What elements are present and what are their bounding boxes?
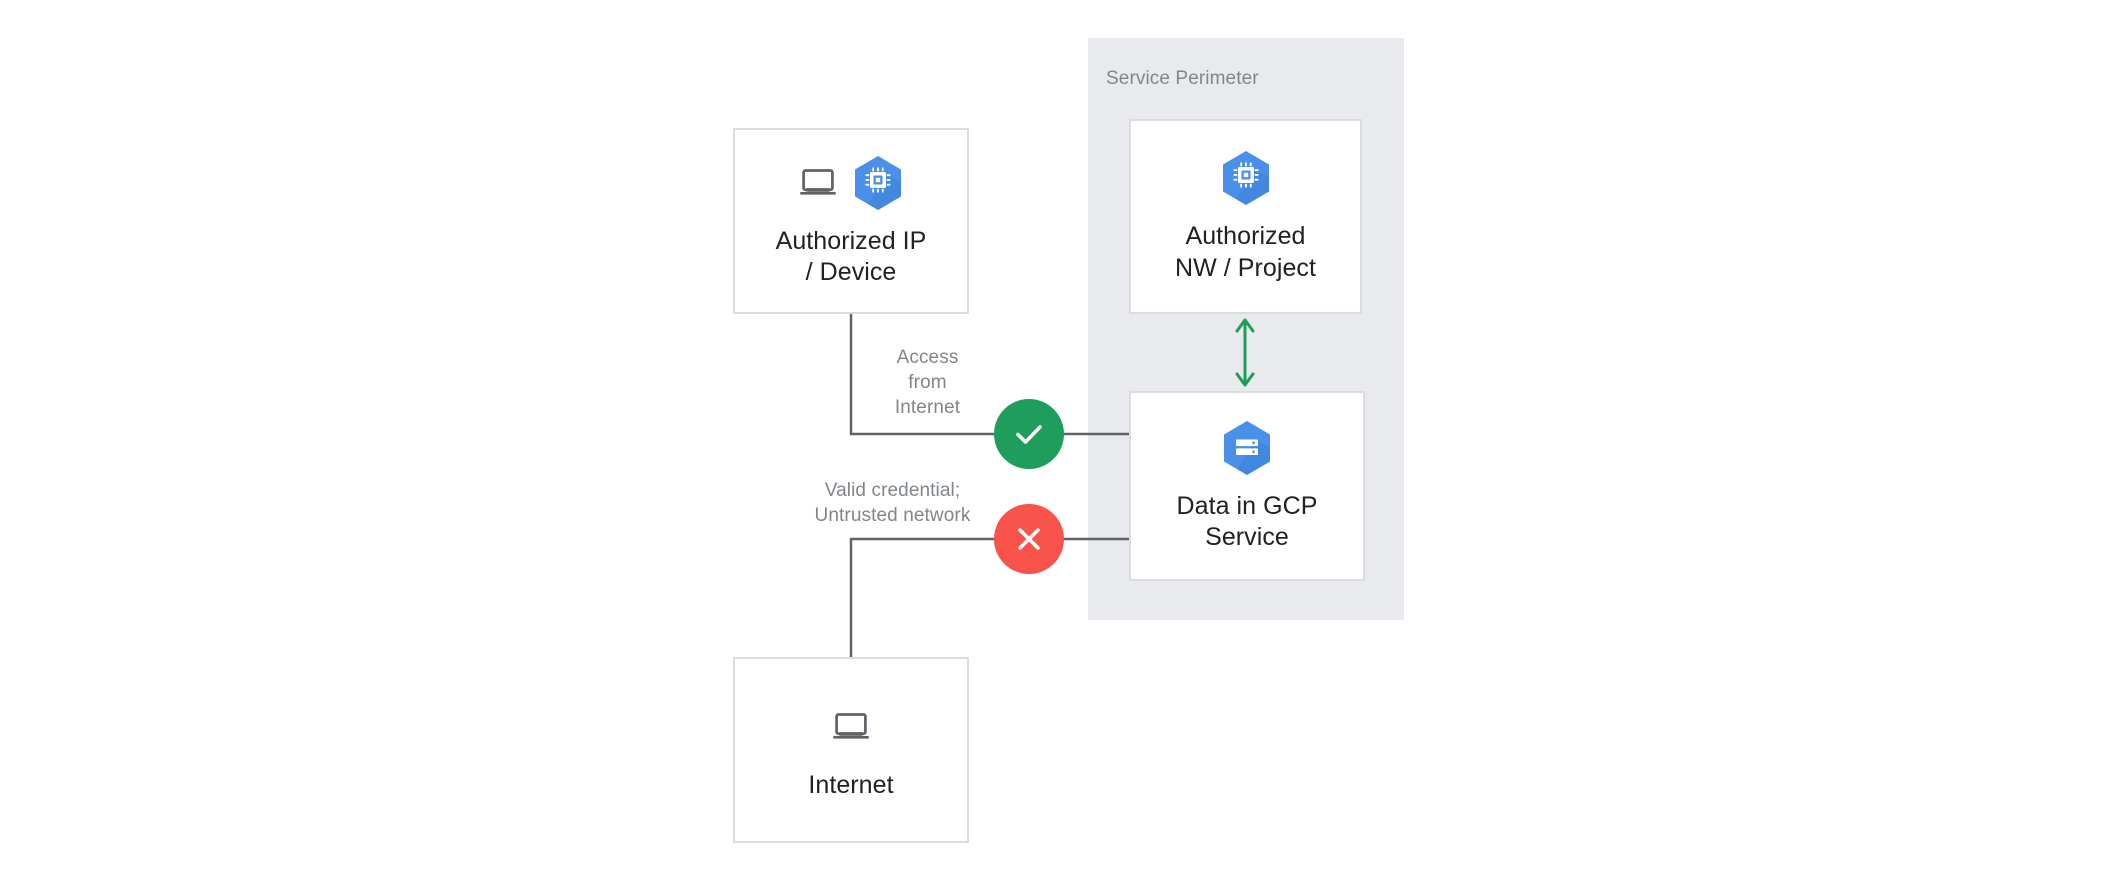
edge-label-valid-credential-untrusted-network: Valid credential; Untrusted network: [814, 480, 971, 527]
edge-label-access-from-internet: Access from Internet: [894, 347, 961, 419]
check-icon: [1016, 425, 1042, 444]
node-icon-group: [1220, 149, 1272, 207]
laptop-icon: [833, 713, 869, 739]
node-authorized-nw-project[interactable]: Authorized NW / Project: [1129, 119, 1362, 314]
compute-chip-hexagon-icon: [1222, 151, 1269, 205]
service-perimeter-label: Service Perimeter: [1106, 68, 1259, 89]
node-icon-group: [798, 154, 904, 212]
cross-icon: [1018, 528, 1040, 550]
node-icon-group: [1221, 419, 1273, 477]
storage-database-hexagon-icon: [1224, 420, 1270, 475]
status-badge-allowed[interactable]: [994, 399, 1064, 469]
node-label-authorized-nw-project: Authorized NW / Project: [1175, 222, 1316, 282]
node-internet[interactable]: Internet: [733, 657, 969, 843]
laptop-icon: [800, 168, 836, 195]
node-data-in-gcp-service[interactable]: Data in GCP Service: [1129, 391, 1365, 581]
node-icon-group: [831, 698, 871, 756]
node-label-data-in-gcp-service: Data in GCP Service: [1176, 491, 1318, 552]
wire-denied-path: [849, 537, 1004, 657]
compute-chip-hexagon-icon: [855, 155, 901, 210]
node-label-authorized-ip-device: Authorized IP / Device: [775, 226, 927, 287]
node-authorized-ip-device[interactable]: Authorized IP / Device: [733, 128, 969, 314]
status-badge-denied[interactable]: [994, 504, 1064, 574]
node-label-internet: Internet: [808, 771, 894, 800]
